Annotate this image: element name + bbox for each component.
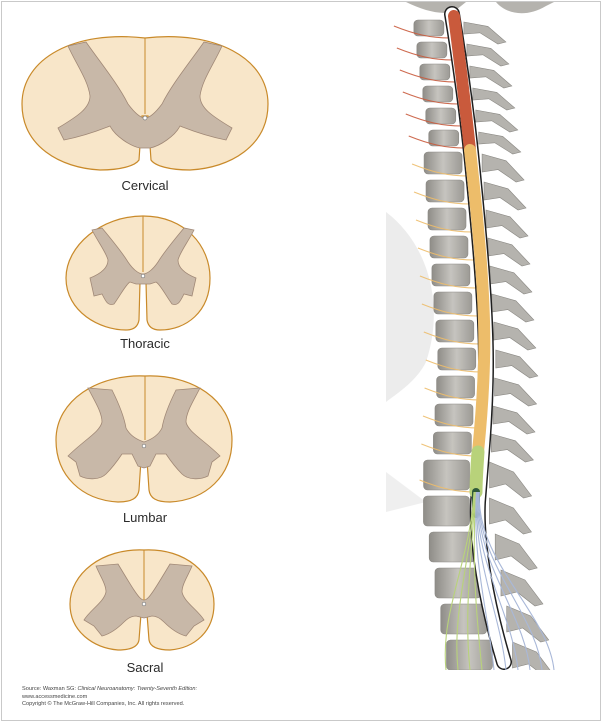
spinous-process	[491, 433, 534, 463]
lens-overlay-lower	[386, 472, 426, 512]
vertebral-body	[434, 403, 474, 427]
lens-overlay	[386, 212, 434, 402]
source-site: www.accessmedicine.com	[22, 693, 88, 700]
vertebral-body	[435, 319, 475, 343]
vertebral-body	[423, 151, 463, 175]
spinal-nerve	[411, 163, 469, 177]
spinal-nerve	[396, 47, 453, 61]
vertebral-body	[423, 495, 470, 527]
cauda-nerve	[477, 491, 531, 670]
spinous-process	[472, 87, 516, 111]
spinous-process	[495, 349, 539, 379]
central-canal	[141, 443, 147, 449]
vertebrae	[413, 19, 493, 670]
label-thoracic: Thoracic	[120, 336, 170, 351]
gray-matter	[67, 387, 221, 480]
spinous-process	[500, 569, 544, 607]
white-matter	[55, 375, 233, 503]
skull-base-right	[496, 2, 554, 14]
section-cervical: Cervical	[0, 18, 290, 193]
spinal-nerve	[408, 135, 465, 149]
spinous-process	[494, 533, 538, 571]
spinal-nerve	[405, 113, 462, 127]
cauda-nerve	[475, 491, 495, 670]
section-sacral: Sacral	[0, 544, 290, 675]
cauda-equina	[444, 491, 555, 670]
vertebral-body	[431, 263, 471, 287]
cauda-nerve	[467, 491, 476, 670]
source-prefix: Source: Waxman SG:	[22, 686, 78, 692]
spinal-nerve	[413, 191, 471, 205]
source-copyright: Copyright © The McGraw-Hill Companies, I…	[22, 701, 185, 708]
cauda-nerve	[476, 491, 519, 670]
thoracic-cross-section	[65, 215, 211, 331]
spinal-nerve	[393, 25, 450, 39]
vertebral-body	[425, 179, 465, 203]
spinous-process	[492, 405, 536, 435]
vertebral-body	[433, 291, 473, 315]
spinous-process	[481, 153, 525, 183]
label-sacral: Sacral	[126, 660, 164, 675]
cervical-cross-section	[21, 36, 269, 171]
spinal-nerve	[415, 219, 472, 233]
section-lumbar: Lumbar	[0, 370, 290, 525]
vertebral-body	[437, 347, 477, 371]
vertebral-body	[434, 567, 482, 599]
spinous-process	[466, 43, 510, 67]
cauda-nerve	[478, 491, 543, 670]
lumbar-cross-section	[55, 375, 233, 503]
label-lumbar: Lumbar	[122, 510, 168, 525]
spinal-nerve	[421, 303, 478, 317]
spinous-process	[478, 131, 522, 155]
spinal-nerve	[424, 387, 481, 401]
cord-lumbar	[469, 445, 485, 499]
central-canal	[142, 115, 148, 121]
cauda-nerve	[456, 491, 476, 670]
spinal-nerves	[393, 25, 482, 493]
spinous-process	[463, 21, 507, 45]
spinous-process	[489, 497, 532, 535]
spinous-process	[494, 377, 538, 407]
cauda-nerve	[476, 491, 507, 670]
cauda-nerve	[478, 491, 555, 670]
central-canal	[140, 273, 146, 279]
central-canal	[141, 601, 147, 607]
spinal-nerve	[425, 359, 482, 373]
cauda-nerve	[444, 491, 475, 670]
cord-cervical	[448, 10, 476, 156]
vertebral-body	[436, 375, 475, 399]
cord-thoracic	[464, 144, 491, 458]
spinous-process	[491, 293, 535, 323]
cauda-nerve	[473, 491, 483, 670]
spinal-nerve	[423, 331, 480, 345]
spinous-process	[489, 265, 533, 295]
spinous-process	[493, 321, 537, 351]
spinous-process	[489, 461, 533, 499]
spinal-column-panel	[386, 2, 602, 670]
spinous-process	[483, 181, 527, 211]
sacral-cross-section	[69, 549, 215, 651]
vertebral-body	[427, 207, 467, 231]
spinal-nerve	[402, 91, 459, 105]
source-book: Clinical Neuroanatomy: Twenty-Seventh Ed…	[77, 686, 198, 692]
vertebral-body	[423, 459, 470, 491]
spinal-nerve	[419, 275, 476, 289]
spinal-nerve	[399, 69, 456, 83]
vertebral-body	[440, 603, 488, 635]
vertebral-body	[433, 431, 472, 455]
section-thoracic: Thoracic	[0, 210, 290, 351]
vertebral-body	[429, 235, 469, 259]
spinous-process	[487, 237, 531, 267]
spinal-column-illustration	[386, 2, 555, 670]
label-cervical: Cervical	[121, 178, 169, 193]
source-credit: Source: Waxman SG: Clinical Neuroanatomy…	[22, 686, 322, 709]
cross-sections-panel: Cervical Thoracic Lumbar Sacral S	[0, 0, 290, 724]
spinous-process	[469, 65, 513, 89]
spinal-nerve	[417, 247, 474, 261]
spinous-process	[485, 209, 529, 239]
spinal-nerve	[422, 415, 479, 429]
spinous-process	[475, 109, 519, 133]
